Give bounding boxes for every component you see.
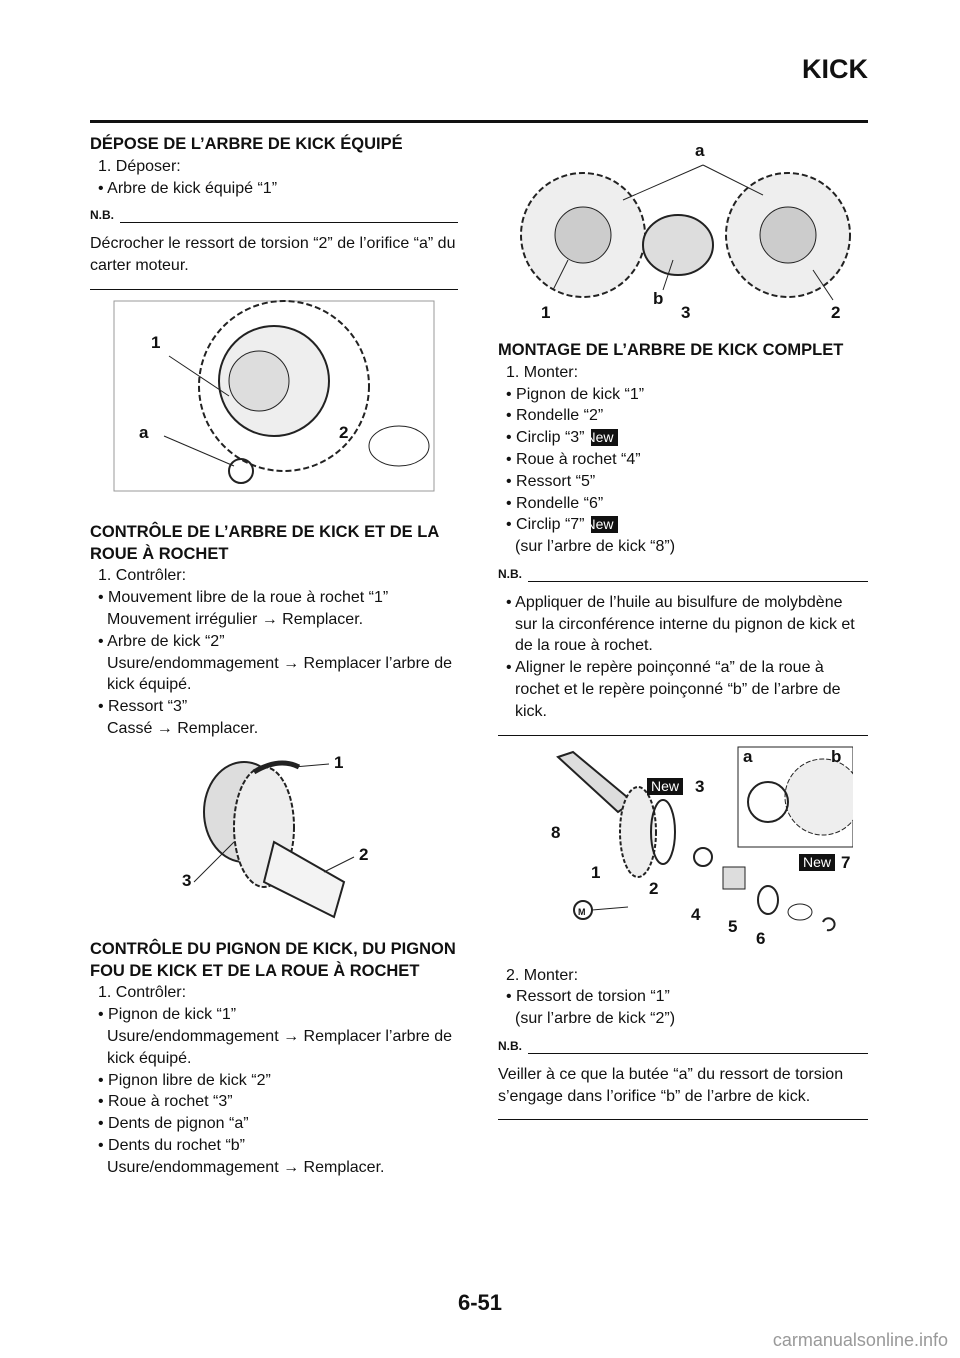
callout-label: 8 — [551, 822, 561, 842]
list-item: • Roue à rochet “4” — [506, 450, 641, 468]
callout-label: 3 — [681, 303, 691, 322]
callout-label: 1 — [541, 303, 551, 322]
list-item: • Dents de pignon “a” — [98, 1115, 249, 1133]
callout-label: b — [831, 746, 842, 766]
callout-label: 2 — [831, 303, 841, 322]
nb-text: N.B. — [498, 566, 522, 581]
nb-text: N.B. — [90, 208, 114, 223]
page-title: KICK — [802, 54, 868, 84]
callout-label: 6 — [756, 928, 766, 948]
list-item: • Pignon libre de kick “2” — [98, 1071, 271, 1089]
watermark: carmanualsonline.info — [772, 1330, 948, 1350]
callout-label: 3 — [695, 776, 705, 796]
callout-label: 4 — [691, 904, 701, 924]
new-badge: New — [586, 516, 618, 534]
list-item: Usure/endommagement → Remplacer l’arbre … — [107, 654, 453, 694]
list-item: • Mouvement libre de la roue à rochet “1… — [98, 589, 389, 607]
callout-label: 5 — [728, 916, 738, 936]
note: Décrocher le ressort de torsion “2” de l… — [90, 235, 456, 274]
moly-lube-icon: M — [578, 906, 586, 917]
list-item: • Circlip “3”New — [498, 427, 868, 449]
list-item: • Arbre de kick “2” — [98, 632, 225, 650]
assembly-illustration — [556, 746, 853, 931]
list-item: • Pignon de kick “1” — [98, 1006, 237, 1024]
callout-label: 1 — [591, 862, 601, 882]
callout-label: b — [653, 289, 664, 308]
note: • Appliquer de l’huile au bisulfure de m… — [506, 593, 855, 655]
list-item: • Roue à rochet “3” — [98, 1093, 233, 1111]
figure-gears: a b 1 3 2 — [513, 140, 853, 330]
ratchet-illustration — [193, 760, 355, 919]
divider — [90, 288, 458, 290]
new-badge: New — [799, 853, 836, 871]
callout-label: a — [743, 746, 753, 766]
list-item: • Rondelle “6” — [506, 494, 604, 512]
callout-label: 1 — [334, 752, 344, 772]
figure-ratchet: 1 2 3 — [154, 752, 394, 927]
divider — [498, 1119, 868, 1121]
page-number: 6-51 — [457, 1290, 503, 1315]
list-item: Usure/endommagement → Remplacer. — [107, 1158, 385, 1176]
step: 1. Monter: — [506, 363, 579, 381]
list-item-text: • Circlip “7” — [506, 516, 585, 534]
list-item: • Rondelle “2” — [506, 407, 604, 425]
step: 2. Monter: — [506, 966, 579, 984]
list-item: • Pignon de kick “1” — [506, 385, 645, 403]
section-heading: DÉPOSE DE L’ARBRE DE KICK ÉQUIPÉ — [90, 135, 403, 153]
divider — [498, 734, 868, 736]
figure-kick-shaft-removal: 1 a 2 — [109, 296, 439, 496]
header-rule — [90, 120, 868, 123]
gears-illustration — [520, 164, 851, 301]
callout-label: 7 — [841, 852, 851, 872]
callout-label: a — [695, 141, 705, 160]
engine-illustration — [113, 299, 435, 492]
section-heading: CONTRÔLE DU PIGNON DE KICK, DU PIGNON FO… — [90, 939, 456, 980]
new-badge: New — [647, 777, 684, 795]
section-heading: CONTRÔLE DE L’ARBRE DE KICK ET DE LA ROU… — [90, 522, 439, 563]
nb-label: N.B. — [90, 205, 458, 227]
step: 1. Déposer: — [98, 157, 181, 175]
nb-label: N.B. — [498, 564, 868, 586]
list-item: (sur l’arbre de kick “2”) — [515, 1010, 676, 1028]
left-column: DÉPOSE DE L’ARBRE DE KICK ÉQUIPÉ 1. Dépo… — [90, 134, 458, 1179]
step: 1. Contrôler: — [98, 567, 187, 585]
list-item: Mouvement irrégulier → Remplacer. — [107, 610, 364, 628]
callout-label: a — [139, 422, 149, 442]
step: 1. Contrôler: — [98, 984, 187, 1002]
nb-label: N.B. — [498, 1036, 868, 1058]
list-item: Usure/endommagement → Remplacer l’arbre … — [107, 1027, 453, 1067]
list-item: Cassé → Remplacer. — [107, 719, 259, 737]
list-item: • Dents du rochet “b” — [98, 1136, 245, 1154]
section-heading: MONTAGE DE L’ARBRE DE KICK COMPLET — [498, 341, 844, 359]
list-item: • Ressort “3” — [98, 698, 188, 716]
note: • Aligner le repère poinçonné “a” de la … — [506, 659, 841, 720]
list-item: • Ressort de torsion “1” — [506, 988, 670, 1006]
list-item: • Circlip “7”New — [498, 514, 868, 536]
right-column: a b 1 3 2 MONTAGE DE L’ARBRE DE KICK COM… — [498, 140, 868, 1126]
figure-kick-assembly: a b New 3 8 1 2 4 5 6 New 7 M — [513, 742, 853, 948]
callout-label: 2 — [359, 844, 369, 864]
note: Veiller à ce que la butée “a” du ressort… — [498, 1065, 844, 1105]
list-item-text: • Circlip “3” — [506, 429, 585, 447]
list-item: • Arbre de kick équipé “1” — [98, 179, 278, 197]
list-item: • Ressort “5” — [506, 472, 596, 490]
callout-label: 3 — [182, 870, 192, 890]
list-item: (sur l’arbre de kick “8”) — [515, 538, 676, 556]
nb-text: N.B. — [498, 1038, 522, 1053]
callout-label: 2 — [339, 422, 349, 442]
callout-label: 1 — [151, 332, 161, 352]
new-badge: New — [586, 429, 618, 447]
callout-label: 2 — [649, 878, 659, 898]
